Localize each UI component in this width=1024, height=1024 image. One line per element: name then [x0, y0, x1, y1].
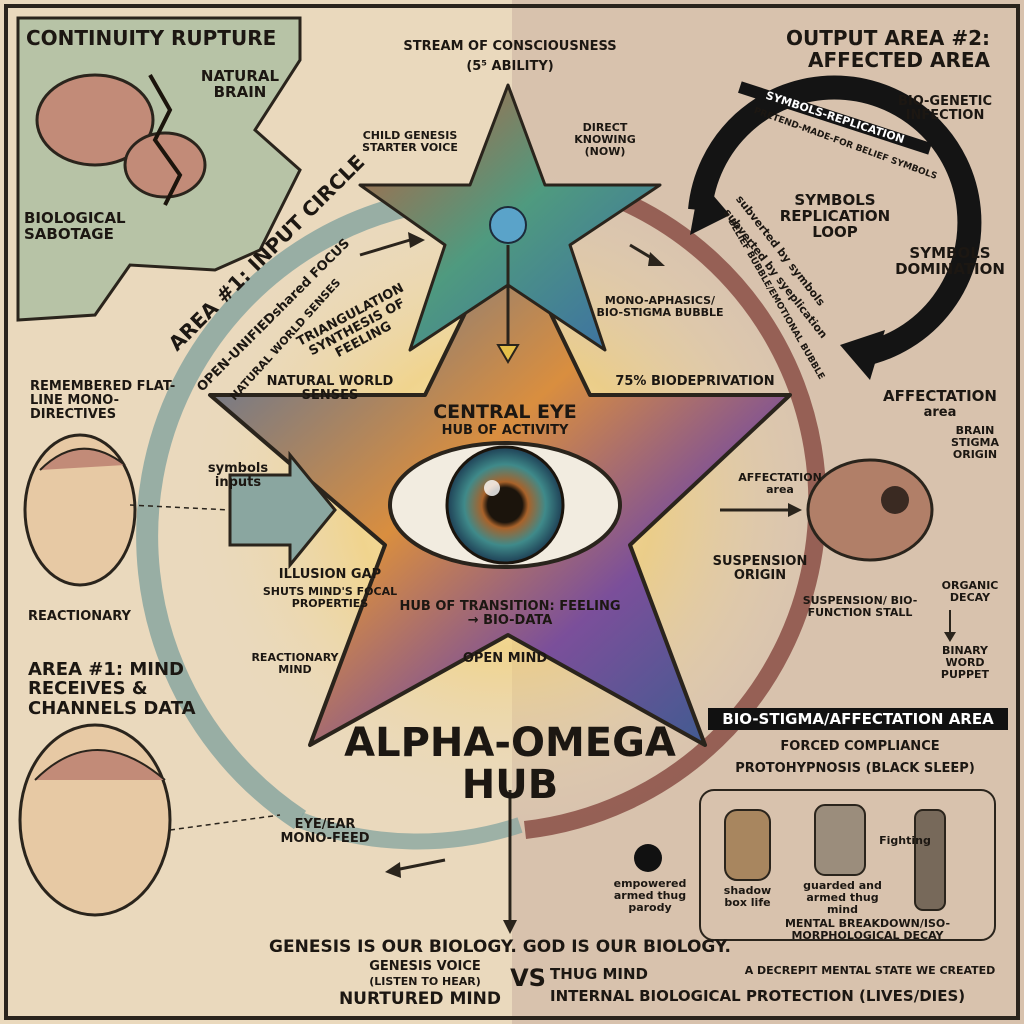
hub-transition-label: HUB OF TRANSITION: FEELING → BIO-DATA: [399, 599, 621, 629]
central-eye-iris: [445, 445, 565, 565]
open-mind-label: OPEN MIND: [462, 651, 548, 666]
mono-aphasics-label: MONO-APHASICS/ BIO-STIGMA BUBBLE: [596, 294, 724, 319]
eye-ear-mono-feed-label: EYE/EAR MONO-FEED: [280, 817, 370, 847]
suspension-origin-label: SUSPENSION ORIGIN: [712, 554, 808, 584]
bio-stigma-area-label: BIO-STIGMA/AFFECTATION AREA: [708, 708, 1008, 731]
empowered-thug-label: empowered armed thug parody: [613, 877, 687, 914]
remembered-label: REMEMBERED FLAT-LINE MONO-DIRECTIVES: [30, 379, 176, 423]
natural-brain-label: NATURAL BRAIN: [200, 67, 280, 102]
alpha-omega-title: ALPHA-OMEGA: [344, 720, 676, 766]
symbols-domination-label: SYMBOLS DOMINATION: [895, 244, 1005, 279]
small-star-orb: [489, 206, 527, 244]
output-area-title: OUTPUT AREA #2: AFFECTED AREA: [785, 26, 990, 72]
symbols-input-arrow: [228, 450, 337, 570]
mental-breakdown-label: MENTAL BREAKDOWN/ISO- MORPHOLOGICAL DECA…: [784, 917, 951, 942]
genesis-voice-label: GENESIS VOICE: [369, 959, 481, 974]
shadow-box-figure: [724, 809, 771, 881]
hub-of-activity-label: HUB OF ACTIVITY: [441, 423, 569, 438]
affectation-area-label: AFFECTATION area: [738, 471, 822, 496]
rupture-crack: [148, 74, 183, 206]
symbols-inputs-label: symbols inputs: [207, 461, 269, 491]
natural-brain: [35, 73, 155, 167]
listen-to-hear-label: (LISTEN TO HEAR): [369, 975, 481, 988]
fighter-figure: [914, 809, 946, 911]
area1-title: AREA #1: MIND RECEIVES & CHANNELS DATA: [28, 659, 196, 719]
continuity-rupture-title: CONTINUITY RUPTURE: [26, 26, 277, 50]
black-sleep-dot: [634, 844, 662, 872]
figures-panel: [699, 789, 996, 941]
affectation-title-label: AFFECTATION: [883, 387, 997, 405]
bio-genetic-infection-label: BIO-GENETIC INFECTION: [898, 94, 992, 124]
binary-word-puppet-label: BINARY WORD PUPPET: [940, 644, 990, 681]
guarded-thug-figure: [814, 804, 866, 876]
replication-loop-ring: [688, 75, 982, 367]
organic-decay-label: ORGANIC DECAY: [941, 579, 999, 604]
protohypnosis-label: PROTOHYPNOSIS (BLACK SLEEP): [735, 761, 975, 776]
child-genesis-label: CHILD GENESIS STARTER VOICE: [362, 129, 458, 154]
input-circle-arc-inner: [297, 812, 523, 850]
central-eye-label: CENTRAL EYE: [433, 401, 577, 423]
suspension-stall-label: SUSPENSION/ BIO-FUNCTION STALL: [802, 594, 918, 619]
affected-brain: [806, 458, 934, 562]
biological-sabotage-label: BIOLOGICAL SABOTAGE: [24, 209, 126, 244]
nurtured-mind-label: NURTURED MIND: [338, 989, 502, 1009]
versus-label: VS: [510, 964, 546, 992]
sabotaged-brain: [123, 131, 207, 199]
natural-world-senses-label: NATURAL WORLD SENSES: [266, 374, 394, 404]
fighting-label: Fighting: [879, 834, 931, 847]
direct-knowing-label: DIRECT KNOWING (NOW): [574, 121, 636, 158]
brain-stigma-origin-label: BRAIN STIGMA ORIGIN: [950, 424, 999, 461]
output-circle-arc: [523, 191, 827, 839]
thug-mind-label: THUG MIND: [550, 965, 649, 983]
forced-compliance-label: FORCED COMPLIANCE: [780, 739, 940, 754]
affectation-area-sub-label: area: [923, 405, 957, 420]
biodeprivation-label: 75% BIODEPRIVATION: [615, 374, 775, 389]
shadow-box-label: shadow box life: [723, 884, 772, 909]
illusion-gap-label: ILLUSION GAP: [278, 567, 382, 582]
input-circle-arc: [136, 194, 413, 830]
guarded-thug-label: guarded and armed thug mind: [803, 879, 882, 916]
reactionary-label: REACTIONARY: [28, 609, 131, 624]
ability-label: (5⁵ ABILITY): [466, 59, 554, 74]
genesis-biology-line: GENESIS IS OUR BIOLOGY. GOD IS OUR BIOLO…: [269, 937, 731, 957]
reactionary-mind-label: REACTIONARY MIND: [251, 651, 339, 676]
reactionary-head: [23, 433, 137, 587]
symbols-replication-loop-label: SYMBOLS REPLICATION LOOP: [779, 191, 891, 242]
shuts-focal-label: SHUTS MIND'S FOCAL PROPERTIES: [262, 585, 398, 610]
decrepit-state-label: A DECREPIT MENTAL STATE WE CREATED: [744, 964, 996, 977]
hub-title: HUB: [461, 762, 559, 808]
frame: [4, 4, 1020, 1020]
internal-protection-label: INTERNAL BIOLOGICAL PROTECTION (LIVES/DI…: [550, 987, 966, 1005]
stream-of-consciousness-label: STREAM OF CONSCIOUSNESS: [403, 39, 617, 54]
